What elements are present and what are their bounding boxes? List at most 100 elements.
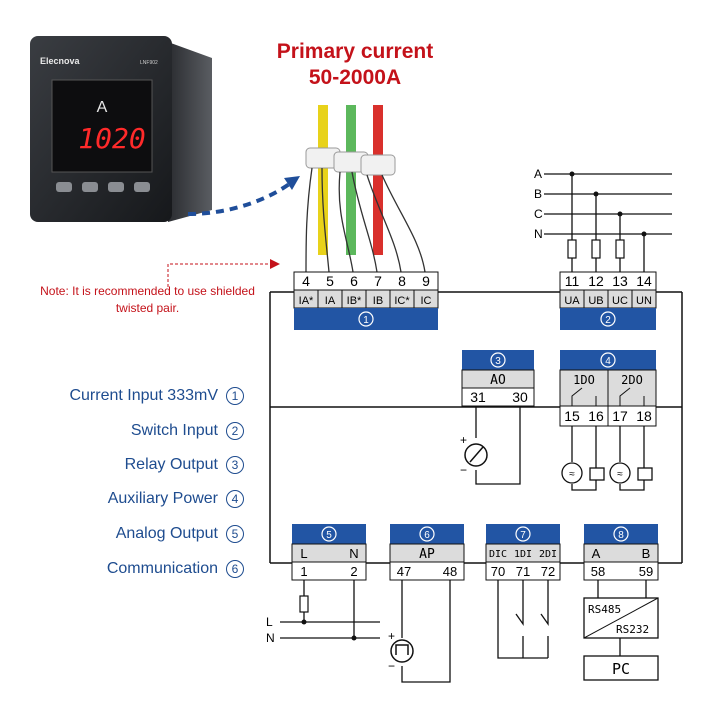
svg-text:≈: ≈ [569, 469, 575, 480]
block-switch-input: 11 12 13 14 UA UB UC UN 2 [559, 271, 657, 330]
terminal-number: 1 [300, 564, 307, 579]
wire-green [346, 105, 356, 255]
terminal-label: 1DI [514, 549, 532, 560]
terminal-number: 6 [350, 273, 358, 289]
meter-unit: A [97, 99, 108, 116]
block-auxiliary-power: 4 1DO 2DO 15 16 17 18 ≈ ≈ [559, 350, 657, 491]
phase-label: C [534, 207, 543, 221]
terminal-number: 7 [374, 273, 382, 289]
terminal-label: 2DI [539, 549, 557, 560]
coil-icon [637, 467, 653, 481]
block-number: 6 [424, 530, 430, 541]
phase-label: B [534, 187, 542, 201]
terminal-label: IA* [299, 295, 314, 307]
svg-text:≈: ≈ [617, 469, 623, 480]
terminal-number: 5 [326, 273, 334, 289]
phase-lines [544, 173, 672, 272]
terminal-label: IB* [347, 295, 362, 307]
terminal-number: 48 [443, 564, 457, 579]
block-label: AP [419, 547, 435, 562]
terminal-label: IC* [394, 295, 410, 307]
terminal-label: IA [325, 295, 336, 307]
terminal-label: N [349, 546, 358, 561]
terminal-label: UN [636, 295, 652, 307]
phase-label: N [534, 227, 543, 241]
legend-number: 3 [226, 456, 244, 474]
shielded-pair-note: Note: It is recommended to use shielded … [40, 284, 255, 315]
ac-source-icon [561, 462, 583, 484]
terminal-number: 70 [491, 564, 505, 579]
pc-box [583, 655, 659, 681]
note-leader [167, 263, 272, 287]
wire-red [373, 105, 383, 255]
ct-sensor [360, 154, 396, 176]
block-number: 2 [605, 315, 611, 326]
terminal-number: 71 [516, 564, 530, 579]
block-number: 4 [605, 356, 611, 367]
terminal-number: 58 [591, 564, 605, 579]
converter-right-label: RS232 [616, 623, 649, 636]
block-number: 1 [363, 315, 369, 326]
block-number: 8 [618, 530, 624, 541]
meter-button [56, 182, 72, 192]
primary-current-range: 50-2000A [308, 66, 402, 89]
block-number: 3 [495, 356, 501, 367]
block-relay-output: 3 AO 31 30 + − [460, 350, 535, 485]
legend-number: 5 [226, 525, 244, 543]
line-label: L [266, 615, 273, 629]
terminal-label: DIC [489, 549, 507, 560]
converter-left-label: RS485 [588, 603, 621, 616]
terminal-number: 47 [397, 564, 411, 579]
block-current-input: 4 5 6 7 8 9 IA* IA IB* IB IC* IC 1 [293, 271, 439, 330]
svg-text:−: − [460, 463, 467, 477]
ac-source-icon [609, 462, 631, 484]
terminal-label: A [592, 546, 601, 561]
terminal-number: 9 [422, 273, 430, 289]
meter-button [134, 182, 150, 192]
terminal-label: IB [373, 295, 383, 307]
power-meter: Elecnova LNF902 A 1020 [30, 36, 212, 222]
block-label: 1DO [573, 373, 595, 387]
terminal-label: B [642, 546, 651, 561]
terminal-label: UC [612, 295, 628, 307]
legend-number: 4 [226, 490, 244, 508]
terminal-number: 59 [639, 564, 653, 579]
terminal-number: 11 [565, 273, 580, 289]
block-communication: 6 AP 47 48 + − [388, 524, 465, 683]
terminal-label: L [300, 546, 307, 561]
terminal-number: 13 [612, 273, 628, 289]
legend-number: 2 [226, 422, 244, 440]
meter-reading: 1020 [78, 122, 145, 155]
svg-text:−: − [388, 659, 395, 673]
terminal-number: 18 [636, 408, 652, 424]
meter-brand: Elecnova [40, 56, 81, 66]
phase-label: A [534, 167, 542, 181]
terminal-number: 14 [636, 273, 652, 289]
terminal-number: 30 [512, 389, 528, 405]
primary-current-title: Primary current [276, 40, 434, 63]
connection-arrow [187, 180, 294, 216]
svg-text:+: + [460, 433, 467, 447]
arrow-head-icon [284, 176, 300, 190]
meter-model: LNF902 [140, 60, 158, 66]
meter-display [51, 79, 153, 173]
terminal-number: 72 [541, 564, 555, 579]
block-label: 2DO [621, 373, 643, 387]
block-analog-output: 5 L N 1 2 L N [266, 524, 380, 645]
terminal-number: 8 [398, 273, 406, 289]
ct-wires [305, 105, 426, 273]
terminal-number: 12 [588, 273, 604, 289]
terminal-number: 15 [564, 408, 580, 424]
fuse-icon [567, 239, 625, 259]
coil-icon [589, 467, 605, 481]
terminal-label: UA [564, 295, 580, 307]
terminal-label: IC [421, 295, 432, 307]
note-arrow-icon [270, 259, 280, 269]
